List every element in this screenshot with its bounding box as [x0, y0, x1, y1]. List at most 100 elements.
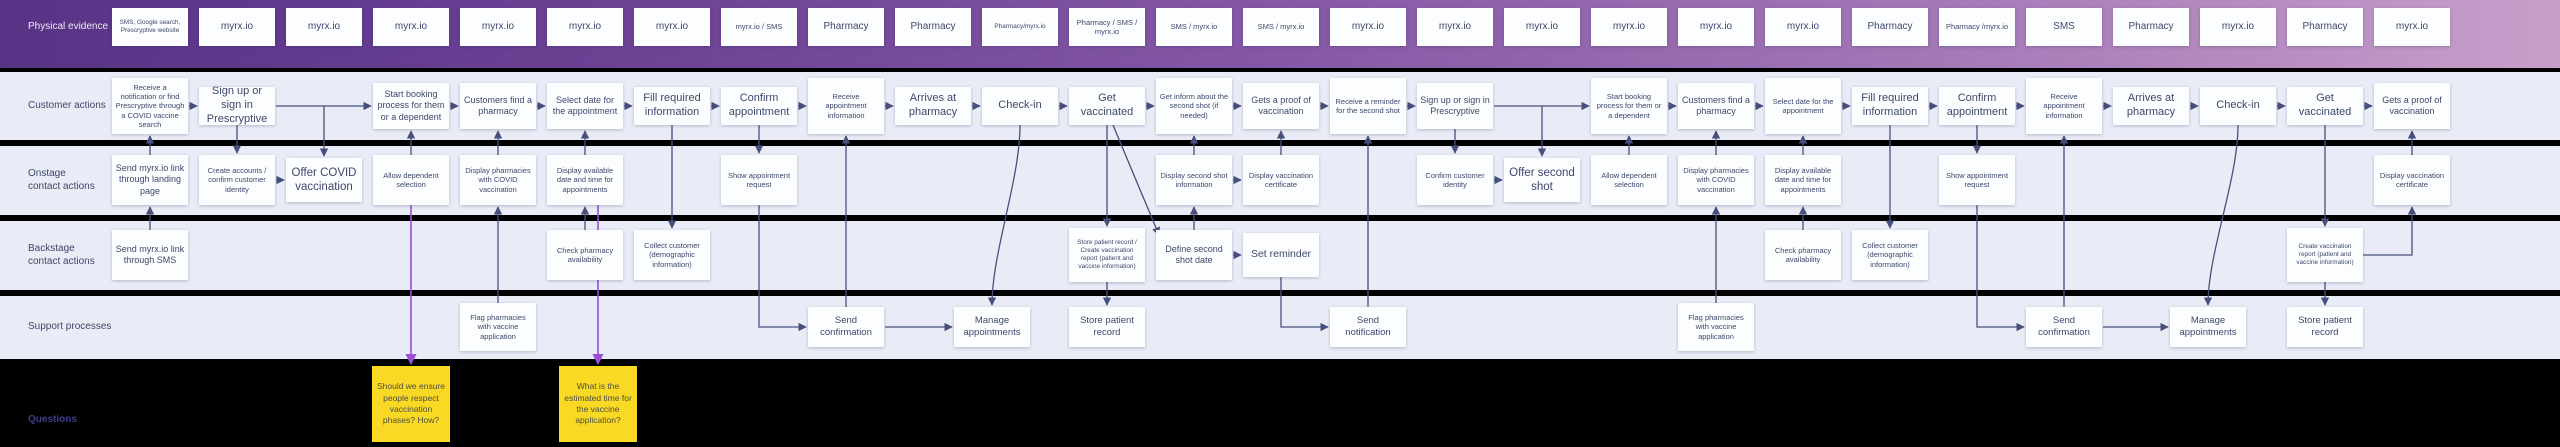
- customer-box-5[interactable]: Customers find a pharmacy: [460, 83, 536, 129]
- customer-box-2[interactable]: Sign up or sign in Prescryptive: [199, 85, 275, 125]
- support-box-11[interactable]: Manage appointments: [954, 307, 1030, 347]
- row-label-questions: Questions: [28, 414, 77, 425]
- backstage-box-21[interactable]: Collect customer (demographic informatio…: [1852, 230, 1928, 280]
- onstage-box-14[interactable]: Display vaccination certificate: [1243, 155, 1319, 205]
- physical-box-17[interactable]: myrx.io: [1504, 8, 1580, 46]
- customer-box-4[interactable]: Start booking process for them or a depe…: [373, 83, 449, 129]
- physical-box-11[interactable]: Pharmacy/myrx.io: [982, 8, 1058, 46]
- customer-box-7[interactable]: Fill required information: [634, 87, 710, 125]
- onstage-box-13[interactable]: Display second shot information: [1156, 155, 1232, 205]
- physical-box-15[interactable]: myrx.io: [1330, 8, 1406, 46]
- row-label-customer-actions: Customer actions: [28, 100, 106, 111]
- onstage-box-20[interactable]: Display available date and time for appo…: [1765, 155, 1841, 205]
- physical-box-22[interactable]: Pharmacy /myrx.io: [1939, 8, 2015, 46]
- physical-box-20[interactable]: myrx.io: [1765, 8, 1841, 46]
- backstage-box-6[interactable]: Check pharmacy availability: [547, 230, 623, 280]
- onstage-box-17[interactable]: Offer second shot: [1504, 158, 1580, 202]
- physical-box-10[interactable]: Pharmacy: [895, 8, 971, 46]
- customer-box-27[interactable]: Gets a proof of vaccination: [2374, 83, 2450, 129]
- customer-box-10[interactable]: Arrives at pharmacy: [895, 87, 971, 125]
- onstage-box-4[interactable]: Allow dependent selection: [373, 155, 449, 205]
- support-box-5[interactable]: Flag pharmacies with vaccine application: [460, 303, 536, 351]
- onstage-box-18[interactable]: Allow dependent selection: [1591, 155, 1667, 205]
- physical-box-16[interactable]: myrx.io: [1417, 8, 1493, 46]
- physical-box-6[interactable]: myrx.io: [547, 8, 623, 46]
- physical-box-13[interactable]: SMS / myrx.io: [1156, 8, 1232, 46]
- onstage-box-2[interactable]: Create accounts / confirm customer ident…: [199, 155, 275, 205]
- backstage-box-14[interactable]: Set reminder: [1243, 233, 1319, 277]
- customer-box-20[interactable]: Select date for the appointment: [1765, 78, 1841, 134]
- backstage-box-7[interactable]: Collect customer (demographic informatio…: [634, 230, 710, 280]
- connector-line: [987, 124, 1021, 306]
- backstage-box-26[interactable]: Create vaccination report (patient and v…: [2287, 228, 2363, 282]
- physical-box-26[interactable]: Pharmacy: [2287, 8, 2363, 46]
- question-sticky-4[interactable]: Should we ensure people respect vaccinat…: [372, 366, 450, 442]
- support-box-15[interactable]: Send notification: [1330, 307, 1406, 347]
- connector-line: [2203, 124, 2239, 306]
- support-box-19[interactable]: Flag pharmacies with vaccine application: [1678, 303, 1754, 351]
- support-box-26[interactable]: Store patient record: [2287, 307, 2363, 347]
- physical-box-9[interactable]: Pharmacy: [808, 8, 884, 46]
- onstage-box-5[interactable]: Display pharmacies with COVID vaccinatio…: [460, 155, 536, 205]
- physical-box-27[interactable]: myrx.io: [2374, 8, 2450, 46]
- connector-line: [1280, 277, 1329, 332]
- physical-box-25[interactable]: myrx.io: [2200, 8, 2276, 46]
- customer-box-1[interactable]: Receive a notification or find Prescrypt…: [112, 78, 188, 134]
- physical-box-21[interactable]: Pharmacy: [1852, 8, 1928, 46]
- physical-box-3[interactable]: myrx.io: [286, 8, 362, 46]
- support-box-25[interactable]: Manage appointments: [2170, 307, 2246, 347]
- backstage-box-1[interactable]: Send myrx.io link through SMS: [112, 230, 188, 280]
- customer-box-13[interactable]: Get inform about the second shot (if nee…: [1156, 78, 1232, 134]
- physical-box-4[interactable]: myrx.io: [373, 8, 449, 46]
- physical-box-23[interactable]: SMS: [2026, 8, 2102, 46]
- physical-box-2[interactable]: myrx.io: [199, 8, 275, 46]
- support-box-23[interactable]: Send confirmation: [2026, 307, 2102, 347]
- customer-box-14[interactable]: Gets a proof of vaccination: [1243, 83, 1319, 129]
- onstage-box-27[interactable]: Display vaccination certificate: [2374, 155, 2450, 205]
- customer-box-16[interactable]: Sign up or sign in Prescryptive: [1417, 83, 1493, 129]
- onstage-box-6[interactable]: Display available date and time for appo…: [547, 155, 623, 205]
- physical-box-19[interactable]: myrx.io: [1678, 8, 1754, 46]
- backstage-box-20[interactable]: Check pharmacy availability: [1765, 230, 1841, 280]
- physical-box-18[interactable]: myrx.io: [1591, 8, 1667, 46]
- backstage-box-12[interactable]: Store patient record / Create vaccinatio…: [1069, 228, 1145, 282]
- customer-box-25[interactable]: Check-in: [2200, 87, 2276, 125]
- row-label-backstage-actions: Backstage contact actions: [28, 243, 95, 267]
- physical-box-24[interactable]: Pharmacy: [2113, 8, 2189, 46]
- physical-box-8[interactable]: myrx.io / SMS: [721, 8, 797, 46]
- physical-box-14[interactable]: SMS / myrx.io: [1243, 8, 1319, 46]
- physical-box-7[interactable]: myrx.io: [634, 8, 710, 46]
- onstage-box-22[interactable]: Show appointment request: [1939, 155, 2015, 205]
- customer-box-11[interactable]: Check-in: [982, 87, 1058, 125]
- onstage-box-8[interactable]: Show appointment request: [721, 155, 797, 205]
- customer-box-9[interactable]: Receive appointment information: [808, 78, 884, 134]
- support-box-9[interactable]: Send confirmation: [808, 307, 884, 347]
- customer-box-24[interactable]: Arrives at pharmacy: [2113, 87, 2189, 125]
- customer-box-21[interactable]: Fill required information: [1852, 87, 1928, 125]
- row-label-support-processes: Support processes: [28, 321, 112, 332]
- question-sticky-6[interactable]: What is the estimated time for the vacci…: [559, 366, 637, 442]
- onstage-box-1[interactable]: Send myrx.io link through landing page: [112, 155, 188, 205]
- connector-line: [1976, 205, 2025, 332]
- onstage-box-19[interactable]: Display pharmacies with COVID vaccinatio…: [1678, 155, 1754, 205]
- customer-box-22[interactable]: Confirm appointment: [1939, 87, 2015, 125]
- customer-box-18[interactable]: Start booking process for them or a depe…: [1591, 78, 1667, 134]
- customer-box-6[interactable]: Select date for the appointment: [547, 83, 623, 129]
- backstage-box-13[interactable]: Define second shot date: [1156, 230, 1232, 280]
- customer-box-8[interactable]: Confirm appointment: [721, 87, 797, 125]
- customer-box-23[interactable]: Receive appointment information: [2026, 78, 2102, 134]
- physical-box-5[interactable]: myrx.io: [460, 8, 536, 46]
- customer-box-19[interactable]: Customers find a pharmacy: [1678, 83, 1754, 129]
- support-box-12[interactable]: Store patient record: [1069, 307, 1145, 347]
- row-label-onstage-actions: Onstage contact actions: [28, 168, 95, 192]
- connector-line: [1112, 124, 1160, 236]
- physical-box-1[interactable]: SMS, Google search, Prescryptive website: [112, 8, 188, 46]
- customer-box-15[interactable]: Receive a reminder for the second shot: [1330, 78, 1406, 134]
- onstage-box-3[interactable]: Offer COVID vaccination: [286, 158, 362, 202]
- customer-box-12[interactable]: Get vaccinated: [1069, 87, 1145, 125]
- customer-box-26[interactable]: Get vaccinated: [2287, 87, 2363, 125]
- physical-box-12[interactable]: Pharmacy / SMS / myrx.io: [1069, 8, 1145, 46]
- onstage-box-16[interactable]: Confirm customer identity: [1417, 155, 1493, 205]
